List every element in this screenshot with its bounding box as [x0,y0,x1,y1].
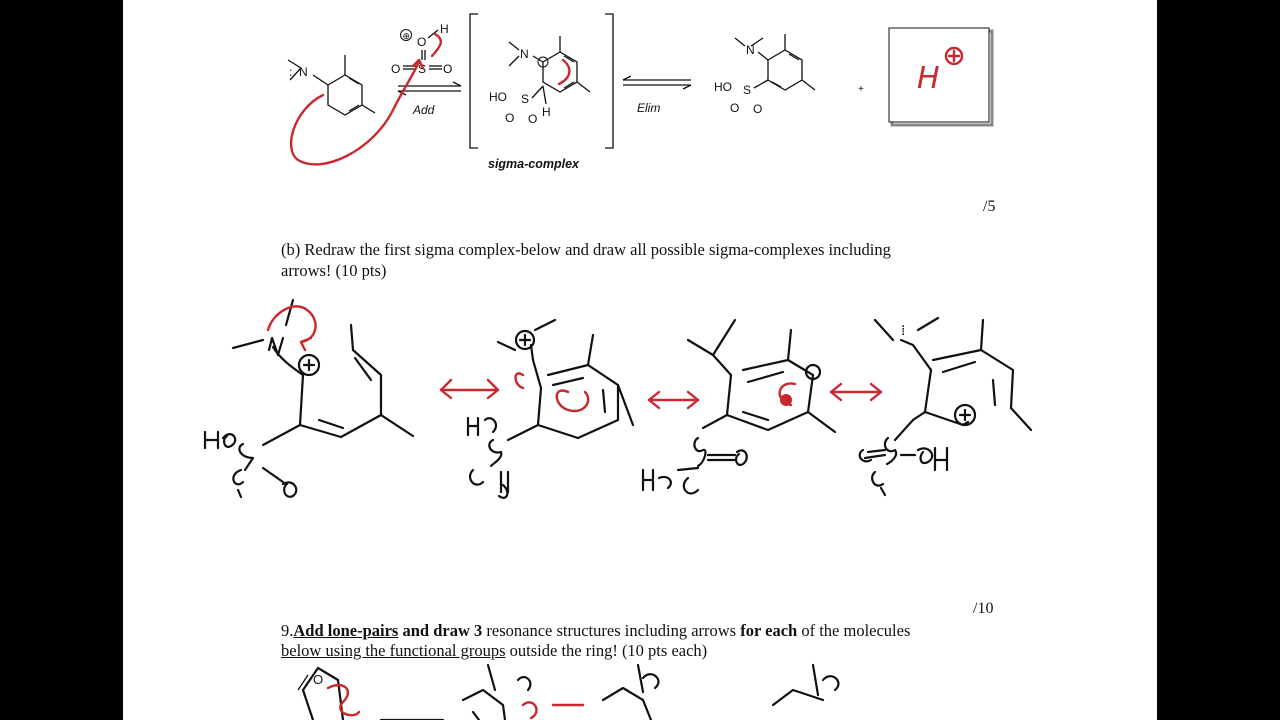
handwritten-complex-1 [203,298,415,499]
sigma-O: O [505,111,514,125]
handwritten-complex-3 [641,318,837,495]
reagent-S: S [418,62,426,76]
reagent-O-top: O [417,35,426,49]
reagent: ⊕ O H O S O [391,22,452,76]
sigma-S: S [521,92,529,106]
part-a-score: /5 [983,198,996,215]
svg-text:O: O [313,672,323,687]
sigma-H: H [542,105,551,119]
q9-outside-ring: outside the ring! (10 pts each) [505,641,708,660]
reagent-charge: ⊕ [403,31,411,41]
resonance-arrow-3 [829,382,883,402]
svg-text:⁞: ⁞ [901,323,905,339]
q9-functional-groups: below using the functional groups [281,641,506,660]
resonance-arrow-1 [439,378,500,400]
sigma-HO: HO [489,90,507,104]
q9-number: 9. [281,621,294,640]
sigma-O2: O [528,112,537,126]
part-b-prompt-line2: arrows! (10 pts) [281,261,387,280]
add-label: Add [412,103,435,117]
q9-resonance-text: resonance structures including arrows [482,621,741,640]
q9-partial-structures: O [297,663,840,720]
product-O2: O [753,102,762,116]
answer-box-H: H [917,61,940,96]
resonance-arrow-2 [647,390,700,410]
answer-box: H [888,27,994,127]
starting-material: N : [287,55,376,116]
sigma-complex-structure: N HO S O O H [489,36,591,126]
q9-add-lone-pairs: Add lone-pairs [293,621,399,640]
elim-label: Elim [637,101,660,115]
plus-sign: + [858,84,864,95]
q9-draw-3: and draw 3 [398,621,483,640]
part-b-score: /10 [973,600,994,617]
q9-for-each: for each [740,621,798,640]
reagent-right-O: O [443,62,452,76]
question-9-line1: 9.Add lone-pairs and draw 3 resonance st… [281,621,910,641]
product-N: N [746,43,755,57]
add-equilibrium-arrow: Add [397,81,462,117]
product-HO: HO [714,80,732,94]
handwritten-complex-2 [466,318,635,499]
elim-equilibrium-arrow: Elim [622,75,692,115]
part-b-prompt-line1: (b) Redraw the first sigma complex-below… [281,240,891,259]
start-N: N [299,65,308,79]
product-O: O [730,101,739,115]
chemistry-drawing: N : ⊕ O H O S O Add [203,13,1033,720]
reagent-left-O: O [391,62,400,76]
product-structure: N HO S O O [714,34,816,116]
reagent-H: H [440,22,449,36]
q9-of-molecules: of the molecules [797,621,911,640]
worksheet-page: N : ⊕ O H O S O Add [123,0,1157,720]
handwritten-complex-4: ⁞ [858,316,1033,497]
sigma-N: N [520,47,529,61]
product-S: S [743,83,751,97]
svg-text::: : [289,65,292,79]
question-9-line2: below using the functional groups outsid… [281,641,707,661]
sigma-complex-label: sigma-complex [488,157,580,171]
